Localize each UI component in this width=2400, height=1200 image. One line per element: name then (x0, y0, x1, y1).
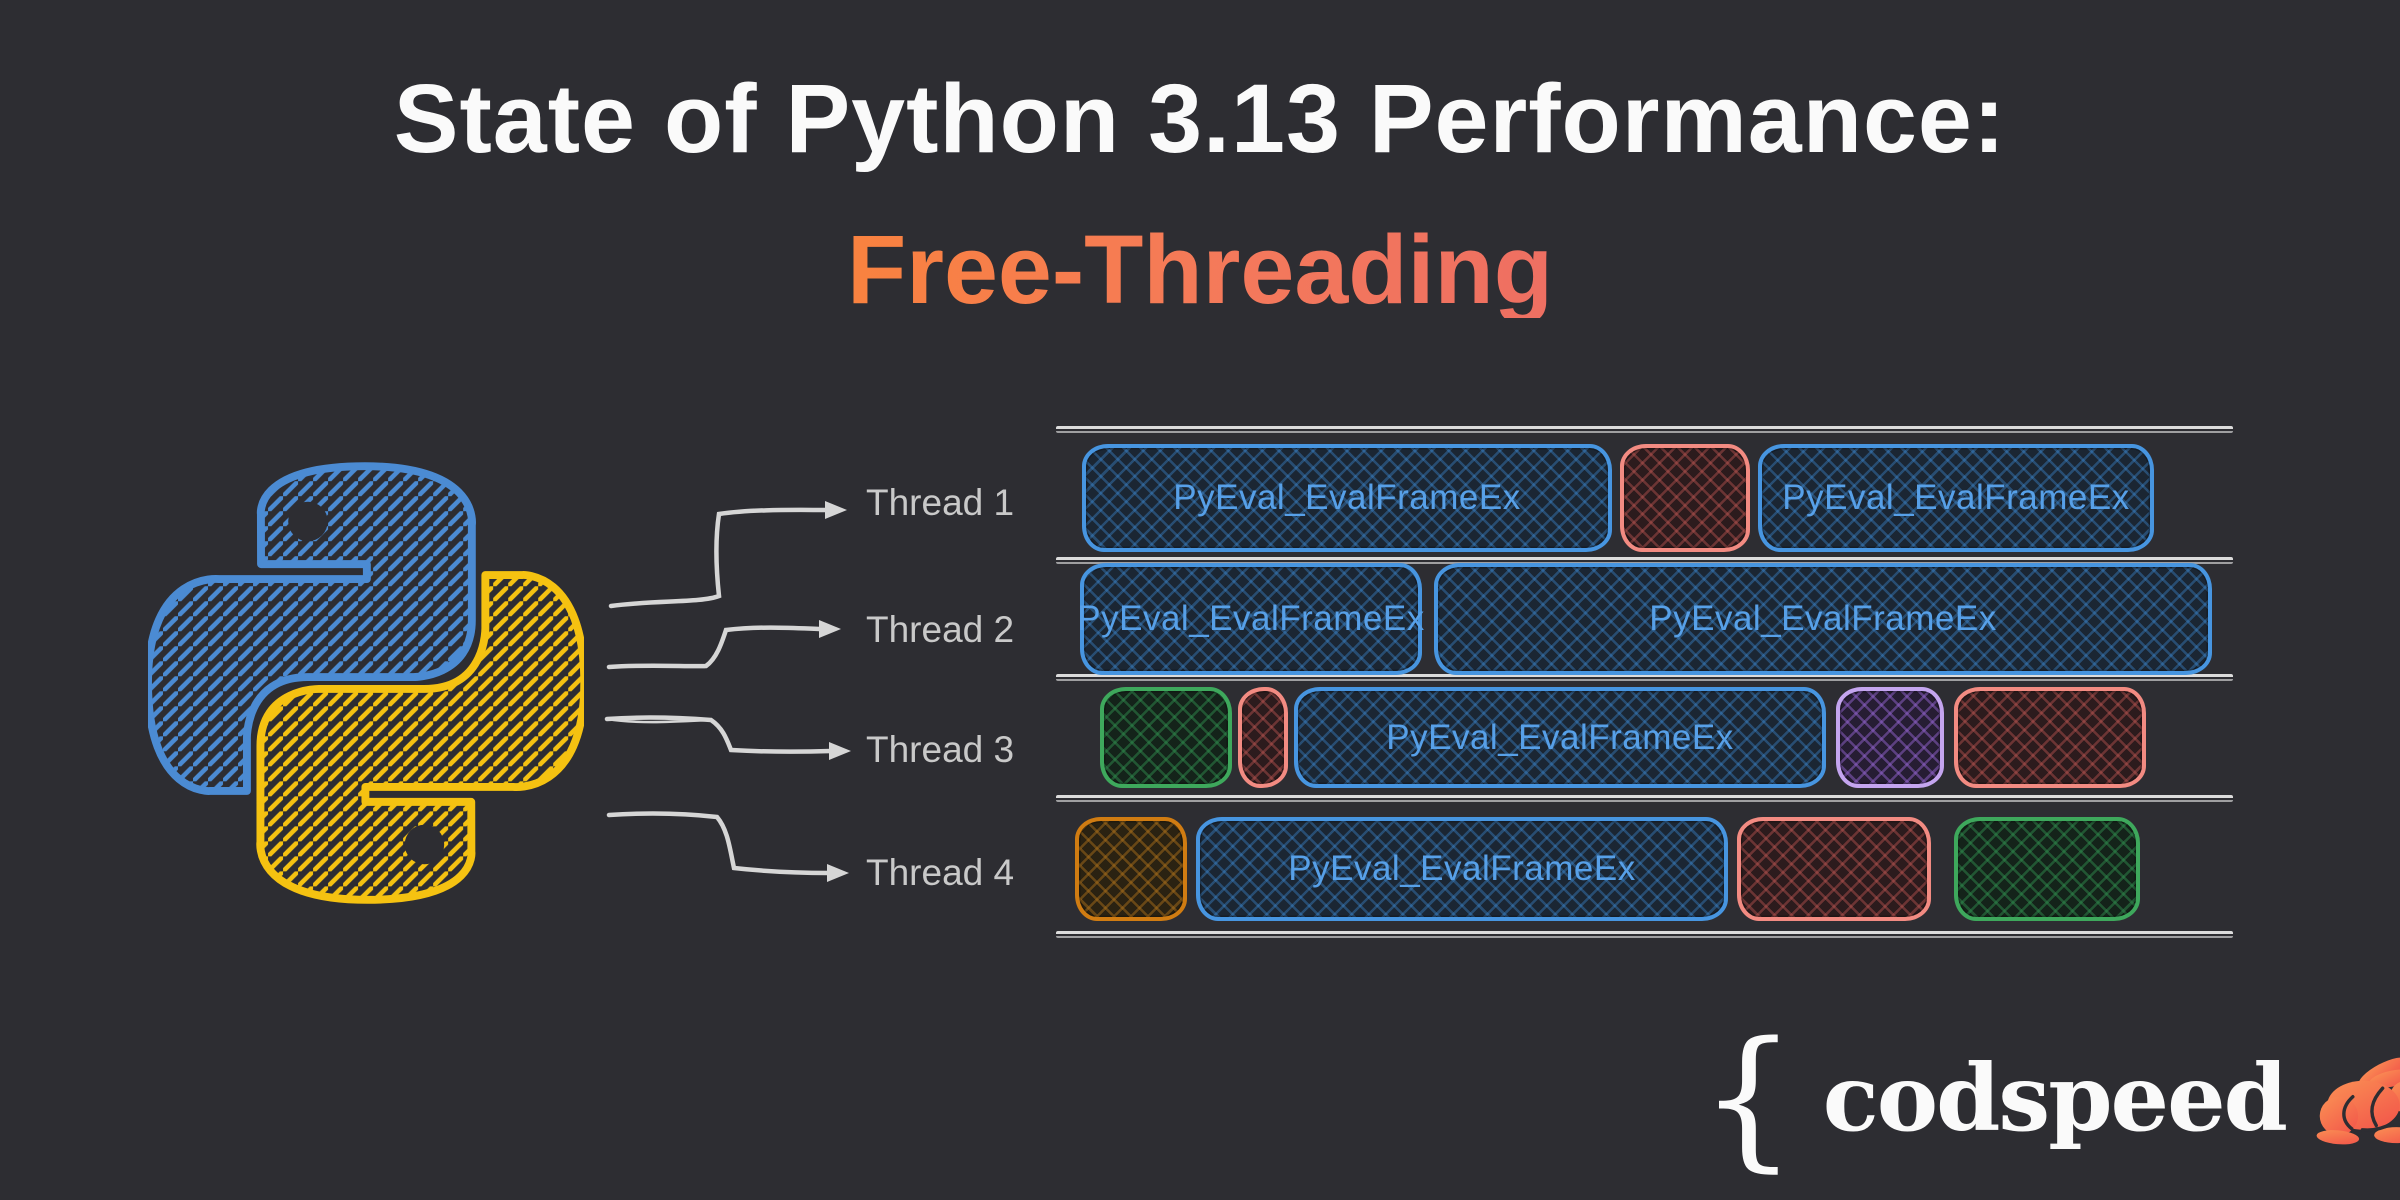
block-label: PyEval_EvalFrameEx (1077, 599, 1425, 638)
timeline-block-green (1100, 687, 1232, 788)
heading: State of Python 3.13 Performance: Free-T… (0, 70, 2400, 318)
arrow-thread-2 (606, 625, 824, 670)
thread-arrows (604, 501, 851, 882)
timeline-block-pyeval: PyEval_EvalFrameEx (1294, 687, 1826, 788)
thread-label: Thread 1 (866, 482, 1015, 523)
timeline-block-red (1737, 817, 1931, 921)
block-label: PyEval_EvalFrameEx (1649, 599, 1997, 638)
timeline-block-red (1954, 687, 2146, 788)
arrowhead-1 (825, 501, 847, 519)
arrowhead-3 (829, 742, 851, 760)
thread-label: Thread 2 (866, 609, 1015, 650)
timeline-rule (1056, 426, 2233, 433)
timeline-rule (1056, 931, 2233, 938)
python-blue-snake (148, 462, 476, 795)
timeline-block-pyeval: PyEval_EvalFrameEx (1077, 563, 1425, 675)
arrow-thread-4 (606, 811, 832, 876)
block-label: PyEval_EvalFrameEx (1288, 849, 1636, 888)
page-subtitle: Free-Threading (846, 215, 1554, 324)
timeline-block-pyeval: PyEval_EvalFrameEx (1082, 444, 1612, 552)
python-logo-icon (148, 462, 584, 904)
page-title: State of Python 3.13 Performance: (393, 64, 2007, 173)
timeline-block-purple (1836, 687, 1944, 788)
timeline-rule (1056, 795, 2233, 802)
python-yellow-snake (256, 571, 584, 904)
arrow-thread-3b (605, 717, 713, 724)
block-label: PyEval_EvalFrameEx (1386, 717, 1734, 757)
arrow-thread-3 (604, 715, 834, 754)
codspeed-logo: { codspeed (1700, 1009, 2400, 1186)
brace-left: { (1700, 1009, 1797, 1186)
thread-label: Thread 4 (866, 852, 1015, 893)
timeline-block-red (1238, 687, 1288, 788)
timeline-block-pyeval: PyEval_EvalFrameEx (1434, 563, 2212, 675)
block-label: PyEval_EvalFrameEx (1782, 478, 2130, 517)
python-yellow-eye (404, 824, 445, 865)
arrowhead-2 (819, 620, 841, 638)
thread-label: Thread 3 (866, 729, 1015, 770)
timeline-block-orange (1075, 817, 1187, 921)
block-label: PyEval_EvalFrameEx (1173, 478, 1521, 517)
arrow-thread-1 (608, 507, 830, 609)
timeline-block-pyeval: PyEval_EvalFrameEx (1758, 444, 2154, 552)
timeline-block-pyeval: PyEval_EvalFrameEx (1196, 817, 1728, 921)
arrowhead-4 (827, 864, 849, 882)
timeline-rule (1056, 674, 2233, 681)
codspeed-wordmark: codspeed (1822, 1044, 2288, 1152)
timeline-block-red (1620, 444, 1750, 552)
python-blue-eye (288, 501, 328, 542)
timeline-block-green (1954, 817, 2140, 921)
running-rabbit-icon (2316, 1057, 2400, 1145)
